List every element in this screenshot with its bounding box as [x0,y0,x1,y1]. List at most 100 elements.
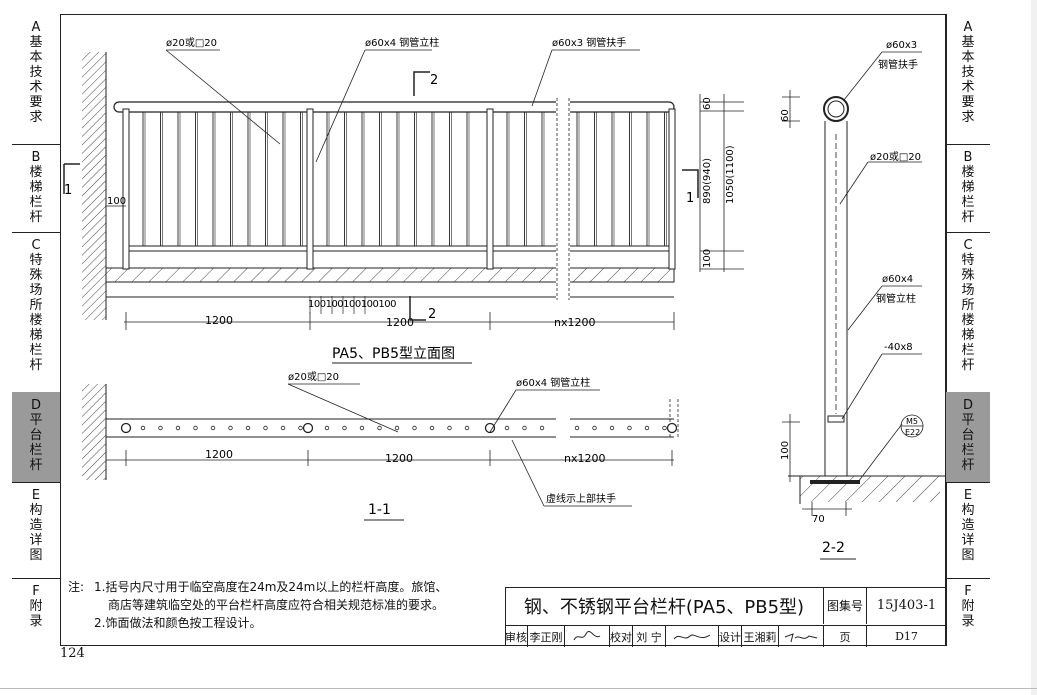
signature-2 [673,634,711,639]
review-signature [565,626,610,647]
tab-letter: B [31,150,41,165]
tab-separator [12,232,60,233]
tab-char: 基 [961,35,975,50]
tab-letter: D [962,398,973,413]
plan-post [484,422,496,434]
plan-wall-hatch [82,384,106,480]
plan-post [120,422,132,434]
plan-baluster [158,425,163,431]
sec-callout-handrail: ø60x3 [886,40,917,51]
tab-char: 所 [961,298,975,313]
tab-separator [946,144,990,145]
plan-callout-dashed: 虚线示上部扶手 [546,492,616,505]
tab-char: 求 [961,110,975,125]
tab-char: 杆 [961,358,975,373]
tab-char: 杆 [961,458,975,473]
design-label: 设计 [719,626,742,647]
plan-dim-span1: 1200 [205,448,233,461]
note-2: 2.饰面做法和颜色按工程设计。 [94,616,262,630]
tab-char: 特 [29,253,43,268]
tab-char: 附 [961,599,975,614]
tab-separator [946,578,990,579]
tab-letter: A [963,20,973,35]
plan-baluster [412,425,417,431]
tab-char: 楼 [961,165,975,180]
plan-balusters [120,422,678,434]
section-title: 2-2 [822,540,845,556]
dim-100-bottom: 100 [702,249,713,268]
tab-char: 图 [29,548,43,563]
tab-char: 录 [29,614,43,629]
tab-char: 图 [961,548,975,563]
plan-dim-span3: nx1200 [564,452,605,465]
tab-char: 平 [29,413,43,428]
tab-char: 术 [961,80,975,95]
plan-baluster [377,425,382,431]
plan-baluster [359,425,365,431]
tab-char: 栏 [29,343,43,358]
signature-3 [784,632,818,642]
plan-baluster [662,425,667,431]
dim-60: 60 [702,97,713,110]
wall-hatch [82,52,106,320]
tab-char: 基 [29,35,43,50]
plan-post [302,422,314,434]
plan-baluster [324,425,330,431]
tab-char: 要 [29,95,43,110]
tab-char: 殊 [29,268,43,283]
tab-char: 梯 [29,328,43,343]
design-signature [779,626,824,647]
plan-baluster [263,425,268,431]
dim-100-left: 100 [107,196,126,207]
tab-letter: E [963,488,973,503]
drawing-title: 钢、不锈钢平台栏杆(PA5、PB5型) [505,587,824,624]
plan-baluster [193,425,198,431]
dim-spacing: 100100100100100 [308,299,396,310]
title-block-row2: 审核 李正刚 校对 刘 宁 设计 王湘莉 页 D17 [505,625,946,647]
plan-baluster [447,425,452,431]
scrollbar[interactable] [1031,0,1037,695]
sec-dim-70: 70 [812,514,825,525]
notes: 注:1.括号内尺寸用于临空高度在24m及24m以上的栏杆高度。旅馆、 商店等建筑… [68,578,498,632]
post [486,108,494,270]
tab-letter: F [32,584,40,599]
tab-char: 楼 [29,313,43,328]
plan-dim-span2: 1200 [385,452,413,465]
tab-char: 楼 [961,313,975,328]
tab-char: 场 [29,283,43,298]
tab-char: 梯 [961,180,975,195]
section-handrail [823,96,849,122]
title-block-border [505,587,946,646]
post [122,108,130,270]
posts [122,108,676,270]
tab-char: 梯 [961,328,975,343]
plan-baluster [644,425,650,431]
plan-baluster [228,425,233,431]
tab-char: 特 [961,253,975,268]
tab-char: 栏 [29,195,43,210]
page-number: 124 [60,646,85,661]
section-view: 60 100 70 ø60x3 钢管扶手 ø20或□20 ø60x4 钢管立柱 … [780,40,945,560]
plan-baluster [609,425,615,431]
tab-separator [12,482,60,483]
plan-baluster [175,425,181,431]
page-label: 页 [824,626,867,647]
tab-char: 平 [961,413,975,428]
plan-baluster [280,425,286,431]
sec-callout-baluster: ø20或□20 [870,151,921,163]
plan-view: 1200 1200 nx1200 ø20或□20 ø60x4 钢管立柱 虚线示上… [82,371,679,521]
notes-label: 注: [68,580,85,594]
dim-span2: 1200 [386,316,414,329]
